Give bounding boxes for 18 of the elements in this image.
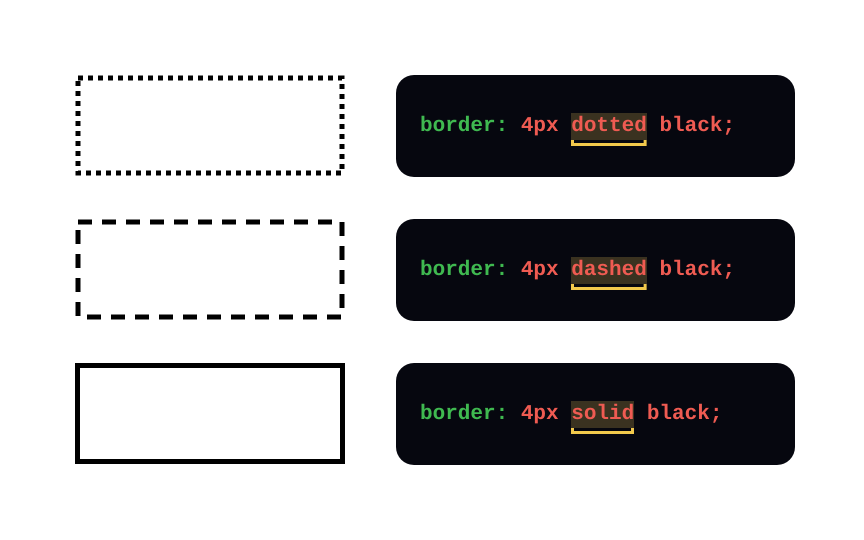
code-panel (396, 219, 795, 321)
css-value: black; (659, 258, 736, 282)
highlighted-css-value: dashed (571, 256, 647, 284)
code-panel (396, 75, 795, 177)
css-value: black; (646, 402, 722, 426)
css-value: black; (659, 114, 736, 138)
outlined-rectangle-dashed-border (75, 219, 345, 320)
css-value: 4px (520, 402, 559, 426)
css-value: 4px (520, 114, 559, 138)
css-property: border: (420, 402, 508, 426)
outlined-rectangle-dotted-border (75, 75, 345, 176)
outlined-rectangle-solid-border (75, 363, 345, 464)
highlighted-css-value: solid (571, 400, 634, 428)
css-value: 4px (520, 258, 559, 282)
highlighted-css-value: dotted (571, 112, 647, 140)
css-property: border: (420, 258, 508, 282)
css-property: border: (420, 114, 508, 138)
code-panel (396, 363, 795, 465)
